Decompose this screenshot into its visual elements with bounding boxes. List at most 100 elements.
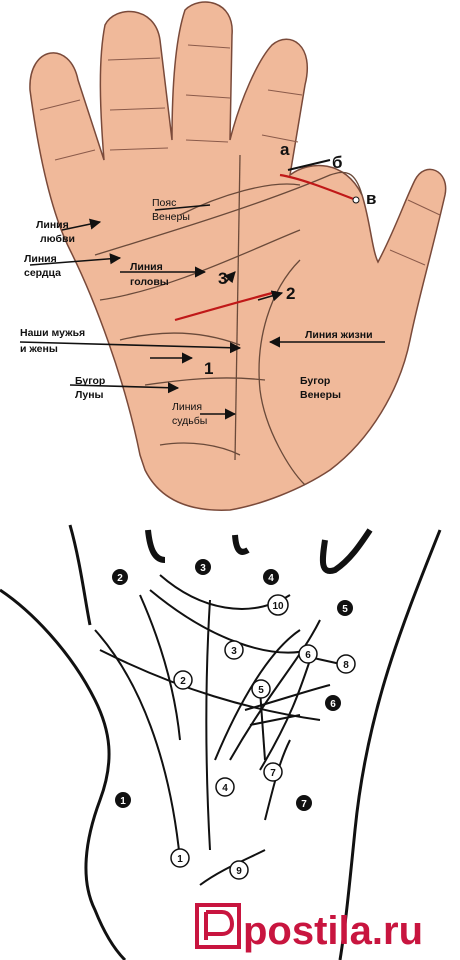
filled-marker-2: 2	[112, 569, 128, 585]
svg-text:2: 2	[117, 573, 123, 584]
svg-text:7: 7	[301, 799, 307, 810]
letter-a: а	[280, 140, 290, 159]
head-line	[99, 229, 301, 301]
svg-text:Линия: Линия	[36, 219, 69, 231]
svg-text:Бугор: Бугор	[300, 375, 330, 387]
label-venus-belt-1: Пояс	[152, 197, 176, 209]
open-marker-4: 4	[215, 777, 235, 797]
highlighted-lines	[174, 173, 357, 322]
open-marker-2: 2	[173, 670, 193, 690]
svg-text:Линия жизни: Линия жизни	[305, 329, 373, 341]
svg-text:1: 1	[177, 854, 183, 865]
svg-text:10: 10	[272, 601, 284, 612]
label-head-2: головы	[130, 276, 169, 288]
filled-marker-1: 1	[115, 792, 131, 808]
filled-marker-3: 3	[195, 559, 211, 575]
diagram-lines	[94, 574, 346, 886]
svg-text:любви: любви	[40, 233, 75, 245]
label-head-1: Линия	[130, 261, 163, 273]
svg-text:2: 2	[286, 284, 295, 303]
open-marker-10: 10	[267, 594, 289, 616]
open-marker-8: 8	[336, 654, 356, 674]
svg-text:Луны: Луны	[75, 389, 104, 401]
open-marker-3: 3	[224, 640, 244, 660]
open-marker-5: 5	[251, 679, 271, 699]
svg-text:Линия: Линия	[24, 253, 57, 265]
svg-text:Венеры: Венеры	[152, 211, 190, 223]
label-moon-1: Бугор	[75, 375, 105, 387]
finger-base-1	[145, 529, 166, 563]
digit-1: 1	[204, 359, 213, 378]
svg-text:7: 7	[270, 768, 276, 779]
hand-outline-right	[338, 529, 442, 960]
open-marker-1: 1	[170, 848, 190, 868]
label-fate-2: судьбы	[172, 415, 207, 427]
label-heart-1: Линия	[24, 253, 57, 265]
labels: Линия любви Линия сердца Пояс Венеры Лин…	[20, 140, 376, 427]
open-marker-9: 9	[229, 860, 249, 880]
svg-text:3: 3	[231, 646, 237, 657]
finger-base-3	[319, 528, 373, 574]
svg-text:Линия: Линия	[172, 401, 202, 413]
point-v	[352, 196, 360, 204]
label-moon-2: Луны	[75, 389, 104, 401]
digit-2: 2	[286, 284, 295, 303]
svg-text:сердца: сердца	[24, 267, 61, 279]
label-love-1: Линия	[36, 219, 69, 231]
svg-text:Линия: Линия	[130, 261, 163, 273]
svg-text:4: 4	[222, 783, 228, 794]
open-marker-7: 7	[263, 762, 283, 782]
svg-text:4: 4	[268, 573, 274, 584]
label-life: Линия жизни	[305, 329, 373, 341]
open-markers: 1 2 3 4 5 6 7 8 9 10	[170, 594, 356, 880]
venus-belt	[179, 183, 301, 216]
svg-text:головы: головы	[130, 276, 169, 288]
filled-markers: 1 2 3 4 5 6 7	[112, 559, 353, 811]
label-fate-1: Линия	[172, 401, 202, 413]
label-venus-belt-2: Венеры	[152, 211, 190, 223]
svg-text:3: 3	[218, 269, 227, 288]
watermark-text: postila.ru	[243, 909, 423, 953]
svg-text:6: 6	[330, 699, 336, 710]
svg-text:Наши мужья: Наши мужья	[20, 327, 85, 339]
svg-text:3: 3	[200, 563, 206, 574]
svg-text:1: 1	[204, 359, 213, 378]
filled-marker-5: 5	[337, 600, 353, 616]
svg-text:2: 2	[180, 676, 186, 687]
line-diagram: 1 2 3 4 5 6 7 1 2 3 4 5 6 7 8 9 10	[0, 524, 442, 960]
finger-creases	[39, 44, 441, 266]
svg-text:а: а	[280, 140, 290, 159]
filled-marker-4: 4	[263, 569, 279, 585]
svg-text:Венеры: Венеры	[300, 389, 341, 401]
hand-outline-thumb	[68, 524, 92, 626]
label-arrows	[19, 204, 385, 420]
watermark: postila.ru	[195, 903, 423, 953]
pointer-b	[287, 159, 331, 171]
heart-line	[94, 171, 363, 256]
svg-text:судьбы: судьбы	[172, 415, 207, 427]
svg-text:5: 5	[258, 685, 264, 696]
open-marker-6: 6	[298, 644, 318, 664]
life-line	[258, 259, 306, 486]
svg-text:6: 6	[305, 650, 311, 661]
hand-outline-left	[0, 588, 127, 960]
svg-text:1: 1	[120, 796, 126, 807]
svg-text:5: 5	[342, 604, 348, 615]
label-spouses-1: Наши мужья	[20, 327, 85, 339]
svg-text:в: в	[366, 189, 376, 208]
svg-text:Бугор: Бугор	[75, 375, 105, 387]
label-venus-mount-2: Венеры	[300, 389, 341, 401]
label-venus-mount-1: Бугор	[300, 375, 330, 387]
letter-v: в	[366, 189, 376, 208]
svg-text:8: 8	[343, 660, 349, 671]
label-spouses-2: и жены	[20, 343, 58, 355]
label-love-2: любви	[40, 233, 75, 245]
finger-base-2	[232, 534, 250, 555]
svg-text:и жены: и жены	[20, 343, 58, 355]
svg-text:Пояс: Пояс	[152, 197, 176, 209]
letter-b: б	[332, 153, 343, 172]
label-heart-2: сердца	[24, 267, 61, 279]
svg-text:9: 9	[236, 866, 242, 877]
filled-marker-6: 6	[325, 695, 341, 711]
